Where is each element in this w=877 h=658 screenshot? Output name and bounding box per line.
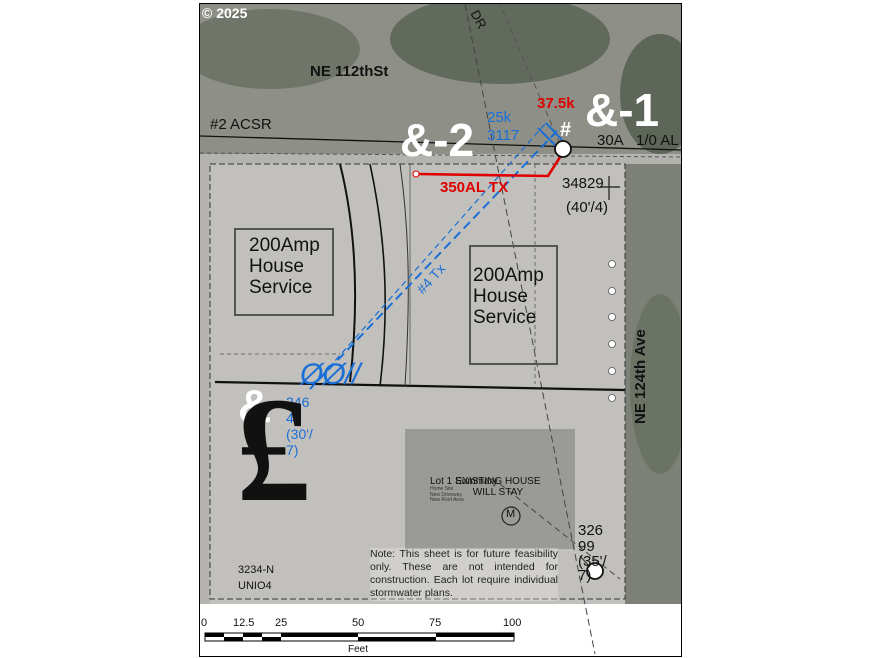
- bottom-left-line2: UNIO4: [238, 580, 272, 592]
- secondary-label: 350AL TX: [440, 179, 509, 196]
- pole-1-symbol: &-1: [585, 84, 660, 136]
- map-graphics: [200, 4, 681, 656]
- scale-tick: 25: [275, 617, 288, 629]
- lot1-line: New Roof Area: [430, 497, 464, 503]
- lot1-summary: Lot 1 Summary Home Site New Driveway New…: [430, 476, 498, 504]
- proposed-transformer-id: 3117: [487, 127, 520, 144]
- proposed-service-line: [309, 130, 558, 390]
- fuse-label: 30A: [597, 132, 624, 149]
- tree-canopy: [390, 4, 610, 84]
- pole-south-height-b: 7): [578, 567, 592, 584]
- scale-area: [200, 604, 681, 656]
- pole-south-height: (35'/: [578, 553, 607, 570]
- pole-south-number: 326: [578, 522, 604, 539]
- pole-south-circle: [586, 562, 604, 580]
- meter-label: M: [506, 508, 516, 520]
- scale-tick: 0: [201, 617, 208, 629]
- survey-line: [499, 483, 621, 580]
- meter-circle: [501, 506, 521, 526]
- guy-line: [499, 4, 561, 145]
- pound-symbol: £: [236, 367, 311, 533]
- handhole-height-b: 7): [286, 442, 299, 458]
- existing-house: [405, 429, 575, 549]
- lot1-line: New Driveway: [430, 491, 462, 498]
- driveway-edge: [369, 163, 386, 387]
- scale-tick: 100: [503, 617, 522, 629]
- lot1-status: EXISTING HOUSE WILL STAY: [455, 476, 541, 498]
- handhole-height: (30'/: [286, 426, 313, 442]
- tree-canopy: [630, 294, 681, 474]
- existing-transformer-kva: 37.5k: [537, 95, 575, 112]
- street-north: NE 112thSt: [310, 63, 389, 80]
- scale-tick: 50: [352, 617, 365, 629]
- service-box-east: [469, 245, 558, 365]
- service-east-label: 200Amp House Service: [473, 265, 544, 328]
- transformer-hash: #: [560, 119, 572, 141]
- conductor-west-label: #2 ACSR: [210, 116, 272, 133]
- lot1-title: Lot 1 Summary: [430, 476, 498, 487]
- transformer-tick: [545, 122, 563, 141]
- lot1-line: Home Site: [430, 486, 454, 492]
- handhole-symbol: ØØ//: [300, 358, 360, 391]
- service-box-west: [234, 228, 334, 316]
- tree-canopy: [620, 34, 681, 154]
- lot-line: [214, 380, 626, 392]
- proposed-transformer-kva: 25k: [487, 109, 512, 126]
- service-west-label: 200Amp House Service: [249, 235, 320, 298]
- overhead-primary-line: [200, 135, 681, 151]
- parcel-boundary: [209, 163, 626, 600]
- tree-canopy: [200, 9, 360, 89]
- pole-1-circle: [554, 140, 572, 158]
- pole-south-number-b: 99: [578, 538, 595, 555]
- scale-unit: Feet: [348, 644, 369, 655]
- bottom-left-line1: 3234-N: [238, 564, 275, 576]
- handhole-number: 246: [286, 394, 310, 410]
- survey-line: [464, 4, 596, 655]
- transformer-tick: [537, 127, 557, 147]
- proposed-service-line-2: [309, 123, 546, 390]
- feasibility-note: Note: This sheet is for future feasibili…: [370, 548, 558, 601]
- scale-tick: 12.5: [233, 617, 255, 629]
- copyright: © 2025: [202, 5, 248, 21]
- pole-2-symbol: &-2: [400, 114, 475, 166]
- pole-1-number: 34829: [562, 175, 604, 192]
- street-east: NE 124th Ave: [632, 329, 649, 424]
- scale-tick: 75: [429, 617, 442, 629]
- handhole-number-b: 47: [286, 410, 302, 426]
- site-map: © 2025 NE 112thSt DR NE 124th Ave #2 ACS…: [199, 3, 682, 657]
- east-markers: [608, 260, 616, 402]
- secondary-endpoint: [412, 170, 420, 178]
- pole-guy: [579, 555, 591, 568]
- secondary-line: [417, 153, 564, 178]
- lot-line-curve: [339, 163, 357, 383]
- driveway-edge: [399, 163, 409, 387]
- scale-bar: [204, 632, 515, 642]
- road-edge: [200, 152, 681, 158]
- pole-1-height: (40'/4): [566, 199, 609, 216]
- conductor-east-label: 1/0 AL: [636, 132, 679, 149]
- ampersand-symbol: &: [238, 380, 272, 432]
